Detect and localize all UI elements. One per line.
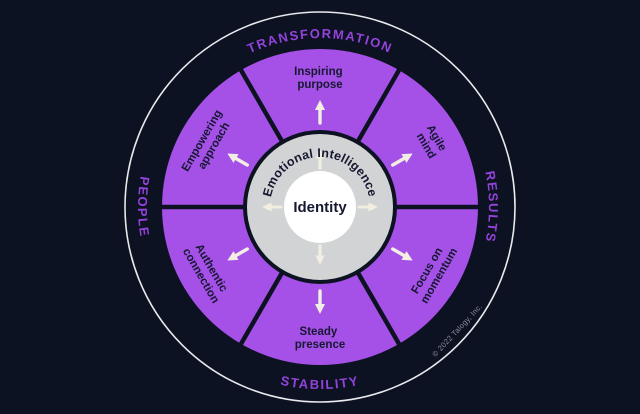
inner-arrow-right-icon xyxy=(357,202,378,212)
segment-dividers xyxy=(161,68,479,346)
center-label-identity: Identity xyxy=(293,199,347,216)
outer-arrow-steady-presence-icon xyxy=(315,289,325,314)
segment-divider xyxy=(238,68,287,148)
svg-text:Inspiring purpose: Inspiring purpose xyxy=(294,66,346,91)
outer-ring-circle xyxy=(124,11,516,403)
outer-arrow-authentic-connection-icon xyxy=(227,247,249,261)
inner-arrow-up-icon xyxy=(315,149,325,170)
outer-arrow-inspiring-purpose-icon xyxy=(315,100,325,125)
outer-label-stability: STABILITY xyxy=(279,373,360,392)
outer-label-results: RESULTS xyxy=(482,170,501,245)
inner-arrows xyxy=(262,149,378,265)
segment-label-inspiring-purpose: Inspiring purpose xyxy=(294,66,346,91)
identity-circle xyxy=(284,171,356,243)
outer-label-people: PEOPLE xyxy=(135,176,153,239)
outer-arrow-agile-mind-icon xyxy=(391,153,413,167)
inner-arrow-left-icon xyxy=(262,202,283,212)
inner-arrow-down-icon xyxy=(315,244,325,265)
outer-arrow-empowering-approach-icon xyxy=(227,153,249,167)
segment-divider xyxy=(353,68,402,148)
svg-text:Steady presence: Steady presence xyxy=(295,326,346,351)
outer-arrow-focus-on-momentum-icon xyxy=(391,247,413,261)
segment-divider xyxy=(238,266,287,346)
segment-divider xyxy=(353,266,402,346)
segment-label-steady-presence: Steady presence xyxy=(295,326,346,351)
outer-arrows xyxy=(227,100,413,314)
